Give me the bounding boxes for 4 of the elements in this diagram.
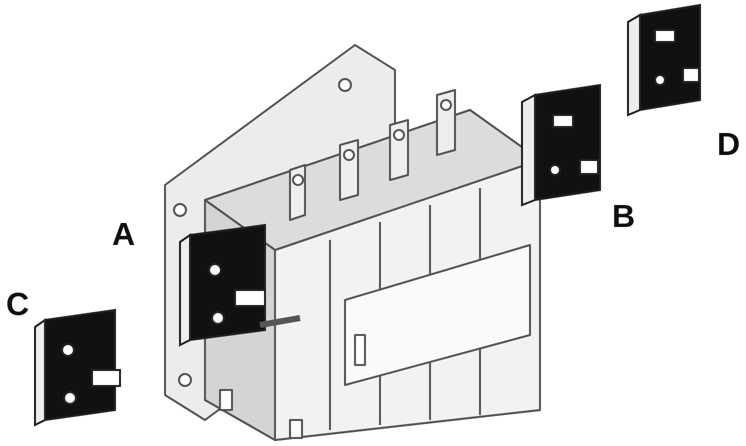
callout-letter: C <box>6 288 30 320</box>
callout-letter: A <box>112 218 136 250</box>
callout-letter: B <box>612 200 636 232</box>
callout-letter: D <box>717 128 740 160</box>
